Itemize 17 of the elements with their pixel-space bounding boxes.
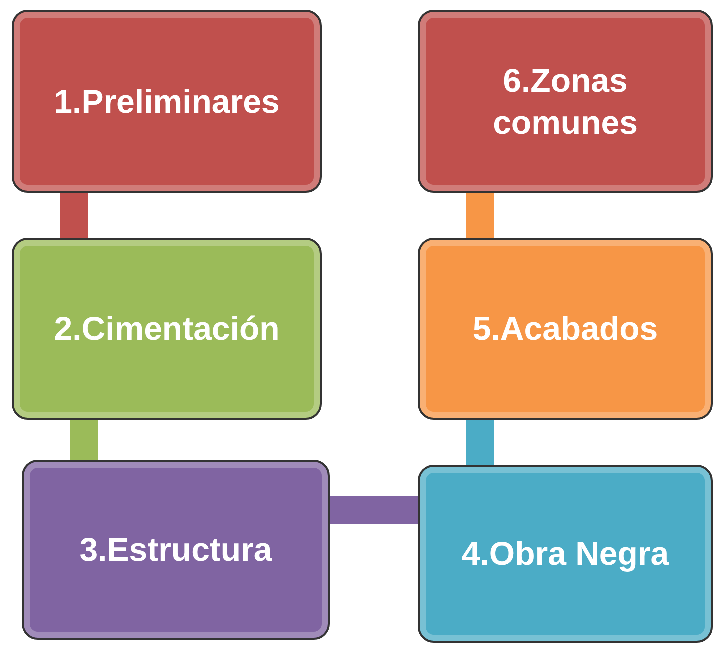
connector <box>330 496 418 524</box>
connector <box>466 193 494 238</box>
process-box <box>12 238 322 420</box>
connector <box>70 420 98 460</box>
process-box <box>12 10 322 193</box>
process-box <box>22 460 330 640</box>
box-label: 2.Cimentación <box>54 309 280 350</box>
box-label: 1.Preliminares <box>54 82 280 122</box>
box-label: 4.Obra Negra <box>462 534 670 574</box>
process-box <box>418 10 713 193</box>
box-label: 5.Acabados <box>472 309 658 350</box>
box-label: 3.Estructura <box>80 530 272 570</box>
connector <box>466 420 494 465</box>
process-box <box>418 465 713 643</box>
box-label: 6.Zonas comunes <box>492 61 639 142</box>
connector <box>60 193 88 238</box>
process-box <box>418 238 713 420</box>
